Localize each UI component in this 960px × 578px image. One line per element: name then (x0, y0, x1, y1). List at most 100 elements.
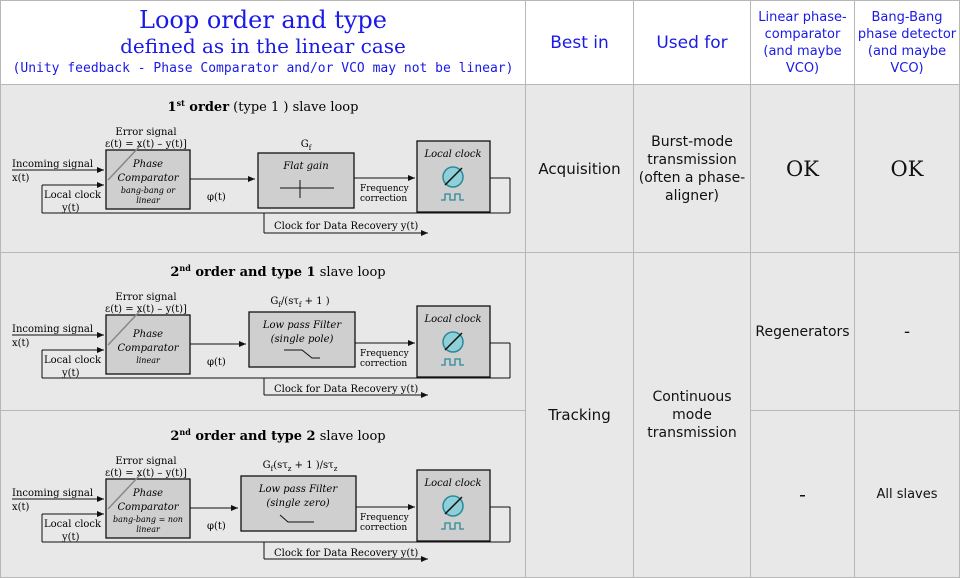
used-for-line: (often a phase- (638, 169, 746, 186)
bangbang-value: - (903, 321, 911, 342)
x-t-label: x(t) (12, 502, 30, 513)
pc-comparator-label: Comparator (117, 173, 179, 184)
pc-comparator-label: Comparator (117, 502, 179, 513)
header-best-in-label: Best in (550, 32, 609, 53)
linear-value: Regenerators (755, 323, 850, 340)
error-signal-label: Error signal (115, 456, 176, 467)
local-clock-block-label: Local clock (423, 149, 481, 160)
header-best-in: Best in (525, 0, 634, 85)
header-linear-line: Linear phase- (758, 9, 847, 25)
header-bangbang-pd: Bang-Bang phase detector (and maybe VCO) (854, 0, 960, 85)
header-bangbang-line: (and maybe (867, 43, 947, 59)
pc-note: linear (136, 525, 161, 534)
header-bangbang-line: phase detector (857, 26, 957, 42)
filter-label: Low pass Filter (262, 320, 342, 331)
header-used-for: Used for (633, 0, 751, 85)
page-title: Loop order and type (139, 5, 387, 34)
page-subtitle: defined as in the linear case (120, 33, 406, 58)
y-t-label: y(t) (61, 532, 80, 543)
phase-comparator-block (105, 314, 191, 375)
used-for-line: Burst-mode (651, 133, 733, 150)
header-title-cell: Loop order and type defined as in the li… (0, 0, 526, 85)
local-clock-label: Local clock (44, 519, 102, 530)
row2-linear: Regenerators (750, 252, 855, 411)
pc-phase-label: Phase (132, 488, 163, 499)
filter-block (248, 311, 356, 368)
loop-3: 2nd order and type 2 slave loop Error si… (12, 427, 511, 562)
gain-label: Gf/(sτf + 1 ) (270, 296, 329, 309)
row1-bangbang: OK (854, 84, 960, 253)
header-bangbang-line: VCO) (890, 60, 924, 76)
phi-label: φ(t) (207, 521, 226, 532)
diagrams-svg: 1st order (type 1 ) slave loop Error sig… (12, 98, 511, 562)
linear-value: - (799, 482, 806, 506)
row3-linear: - (750, 410, 855, 578)
header-used-for-label: Used for (656, 32, 728, 53)
filter-block (257, 152, 355, 209)
pc-note: bang-bang or (121, 186, 176, 195)
pc-note: bang-bang = non (113, 515, 183, 524)
pc-note: linear (136, 356, 161, 365)
filter-sublabel: (single pole) (271, 334, 334, 345)
loop-3-title: 2nd order and type 2 slave loop (170, 427, 385, 444)
local-clock-block-label: Local clock (423, 314, 481, 325)
oscillator-needle (444, 496, 463, 515)
comparator-diagonal (107, 310, 141, 346)
phase-comparator-block (105, 149, 191, 210)
square-wave-icon (441, 522, 464, 530)
pc-phase-label: Phase (132, 329, 163, 340)
correction-label: correction (360, 194, 407, 204)
frequency-label: Frequency (360, 349, 410, 359)
gain-label: Gf(sτz + 1 )/sτz (263, 460, 338, 473)
clock-recovery-label: Clock for Data Recovery y(t) (274, 548, 418, 559)
used-for-line: aligner) (665, 187, 719, 204)
incoming-signal-label: Incoming signal (12, 159, 93, 170)
row1-linear: OK (750, 84, 855, 253)
header-linear-pc: Linear phase- comparator (and maybe VCO) (750, 0, 855, 85)
filter-label: Flat gain (282, 161, 328, 172)
loop-2-title: 2nd order and type 1 slave loop (170, 263, 385, 280)
error-equation: ε(t) = x(t) – y(t)] (105, 468, 187, 479)
used-for-line: Continuous (652, 389, 732, 405)
clock-recovery-label: Clock for Data Recovery y(t) (274, 221, 418, 232)
header-linear-line: VCO) (785, 60, 820, 76)
clock-recovery-label: Clock for Data Recovery y(t) (274, 384, 418, 395)
row1-best-in: Acquisition (525, 84, 634, 253)
tracking-used-for: Continuous mode transmission (633, 252, 751, 578)
header-bangbang-line: Bang-Bang (871, 9, 943, 25)
used-for-line: transmission (647, 425, 737, 441)
local-clock-label: Local clock (44, 190, 102, 201)
linear-value: OK (786, 156, 819, 181)
x-t-label: x(t) (12, 173, 30, 184)
pc-note: linear (136, 196, 161, 205)
y-t-label: y(t) (61, 368, 80, 379)
filter-label: Low pass Filter (258, 484, 338, 495)
error-equation: ε(t) = x(t) – y(t)] (105, 139, 187, 150)
oscillator-needle (444, 332, 463, 351)
used-for-line: transmission (647, 151, 737, 168)
page-note: (Unity feedback - Phase Comparator and/o… (12, 60, 514, 76)
local-clock-label: Local clock (44, 355, 102, 366)
row3-bangbang: All slaves (854, 410, 960, 578)
row2-bangbang: - (854, 252, 960, 411)
correction-label: correction (360, 359, 407, 369)
y-t-label: y(t) (61, 203, 80, 214)
filter-sublabel: (single zero) (266, 498, 329, 509)
header-linear-line: (and maybe (763, 43, 842, 59)
error-signal-label: Error signal (115, 292, 176, 303)
row1-used-for: Burst-mode transmission (often a phase- … (633, 84, 751, 253)
tracking-best-in: Tracking (525, 252, 634, 578)
square-wave-icon (441, 358, 464, 366)
gain-label: Gf (301, 139, 313, 152)
local-clock-block-label: Local clock (423, 478, 481, 489)
phi-label: φ(t) (207, 357, 226, 368)
oscillator-needle (444, 167, 463, 186)
frequency-label: Frequency (360, 513, 410, 523)
best-in-value: Acquisition (538, 159, 621, 178)
comparator-diagonal (107, 474, 141, 510)
frequency-label: Frequency (360, 184, 410, 194)
error-equation: ε(t) = x(t) – y(t)] (105, 304, 187, 315)
low-pass-curve (279, 514, 314, 523)
loop-1-title: 1st order (type 1 ) slave loop (168, 98, 359, 115)
comparator-diagonal (107, 145, 141, 181)
